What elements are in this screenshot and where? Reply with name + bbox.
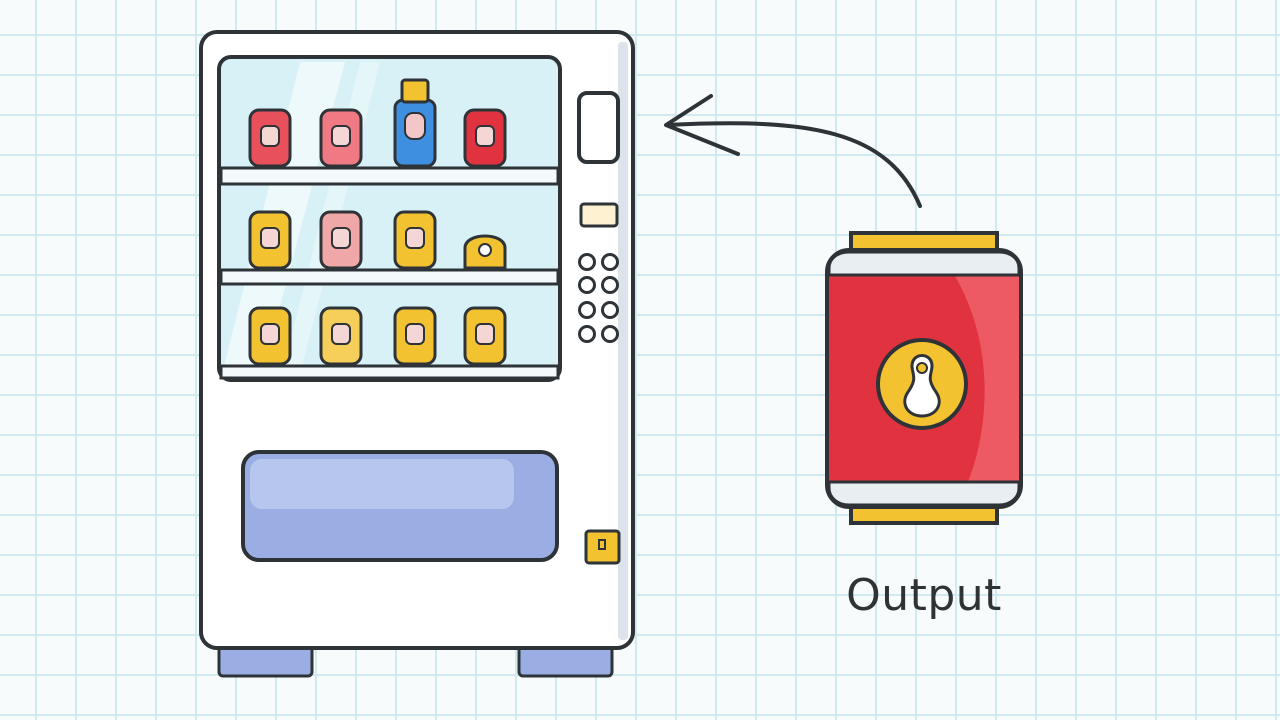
keypad-button[interactable] (578, 253, 596, 271)
arrow-shaft (665, 121, 922, 208)
machine-side-shade (618, 42, 628, 640)
product-item (463, 234, 507, 270)
keypad-button[interactable] (578, 325, 596, 343)
keypad-button[interactable] (578, 301, 596, 319)
change-box[interactable] (584, 529, 621, 565)
soda-can-icon (825, 231, 1023, 525)
product-item (319, 210, 363, 270)
product-item (393, 78, 437, 168)
machine-foot-right (517, 644, 614, 678)
product-item (248, 306, 292, 366)
shelf-2 (219, 268, 560, 286)
keypad (578, 253, 619, 343)
can-bottom-band (827, 480, 1021, 507)
can-logo-hole (916, 362, 928, 374)
arrow-head (664, 94, 740, 156)
product-item (319, 108, 363, 168)
can-logo-mark (903, 354, 941, 418)
bill-slot[interactable] (577, 91, 620, 164)
product-item (393, 210, 437, 270)
machine-foot-left (217, 644, 314, 678)
product-item (463, 306, 507, 366)
shelf-1 (219, 166, 560, 186)
vending-machine-icon (199, 30, 635, 678)
output-label: Output (846, 570, 1002, 621)
keypad-button[interactable] (601, 301, 619, 319)
change-box-mark (598, 539, 606, 550)
curved-arrow-icon (664, 94, 922, 208)
tray-highlight (250, 459, 514, 509)
can-top-band (827, 250, 1021, 277)
product-item (319, 306, 363, 366)
keypad-button[interactable] (601, 276, 619, 294)
product-item (463, 108, 507, 168)
product-item (393, 306, 437, 366)
product-item (248, 108, 292, 168)
can-shine (955, 276, 1019, 482)
coin-slot[interactable] (579, 202, 619, 228)
shelf-3 (219, 364, 560, 380)
keypad-button[interactable] (601, 325, 619, 343)
keypad-button[interactable] (601, 253, 619, 271)
product-grid (248, 78, 507, 366)
keypad-button[interactable] (578, 276, 596, 294)
product-item (248, 210, 292, 270)
